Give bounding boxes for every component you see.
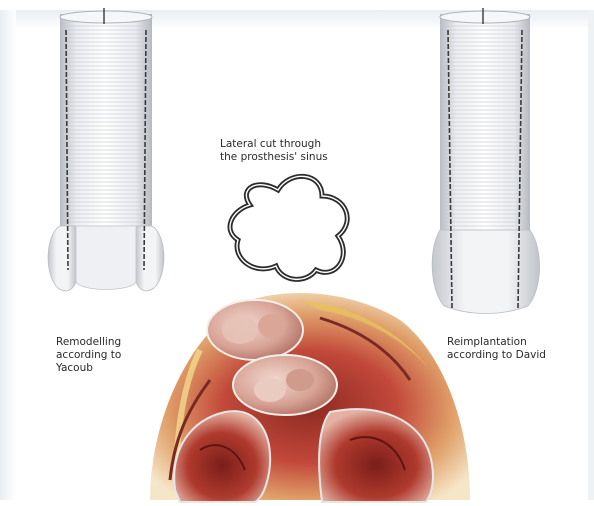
yacoub-sinus-right (136, 226, 164, 291)
sinus-cross-section (230, 176, 347, 279)
yacoub-graft (48, 8, 164, 291)
aortic-root-view (150, 293, 470, 502)
david-graft-rim (440, 11, 530, 23)
lateral-cut-line-2: the prosthesis' sinus (220, 151, 328, 164)
cusp-highlight-1 (222, 316, 258, 344)
yacoub-graft-crimp (62, 22, 150, 232)
remodelling-line-3: Yacoub (56, 362, 121, 375)
remodelling-yacoub-caption: Remodelling according to Yacoub (56, 336, 121, 375)
remodelling-line-1: Remodelling (56, 336, 121, 349)
yacoub-graft-rim (60, 11, 152, 23)
cusp-highlight-4 (286, 369, 314, 391)
remodelling-line-2: according to (56, 349, 121, 362)
cusp-highlight-3 (254, 378, 286, 402)
lateral-cut-caption: Lateral cut through the prosthesis' sinu… (220, 138, 328, 164)
david-graft (432, 8, 539, 314)
reimplantation-line-2: according to David (447, 349, 546, 362)
yacoub-sinus-center (76, 226, 136, 290)
valve-cusp-middle (233, 355, 337, 415)
cusp-highlight-2 (258, 314, 286, 338)
reimplantation-line-1: Reimplantation (447, 336, 546, 349)
yacoub-sinus-left (48, 226, 76, 291)
david-graft-bulb (432, 230, 539, 314)
david-graft-crimp (442, 22, 528, 238)
lateral-cut-line-1: Lateral cut through (220, 138, 328, 151)
trefoil-outline-inner (230, 176, 347, 279)
reimplantation-david-caption: Reimplantation according to David (447, 336, 546, 362)
